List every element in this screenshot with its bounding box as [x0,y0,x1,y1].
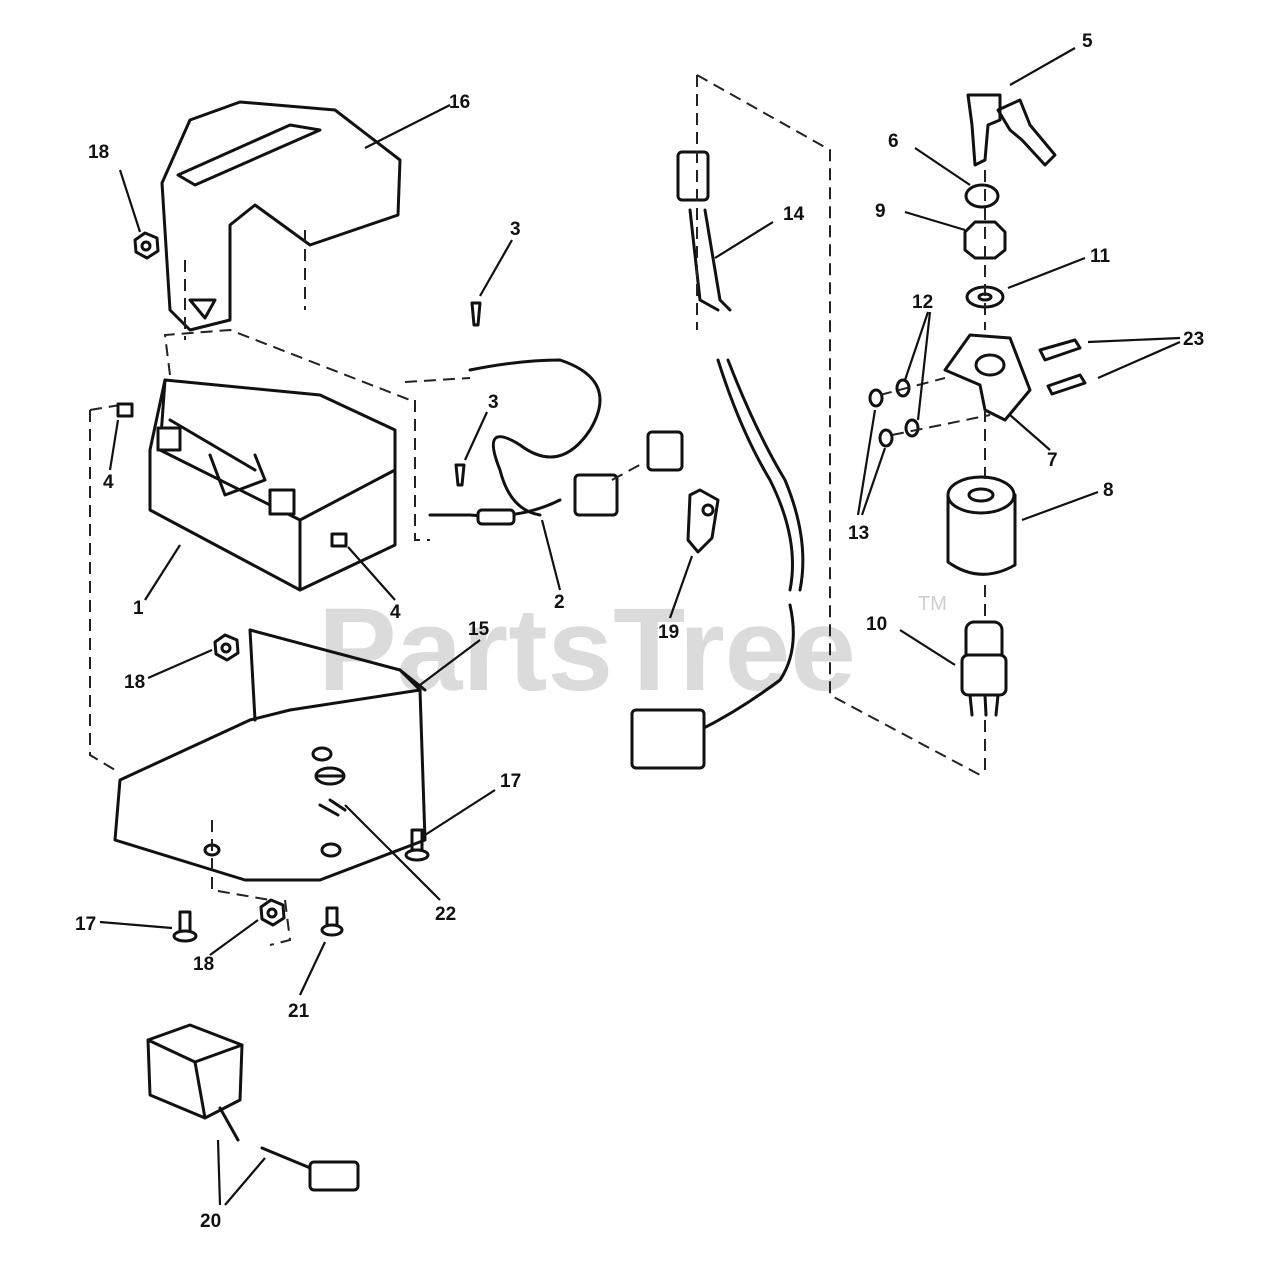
watermark-trademark: TM [918,593,947,615]
callout-22: 22 [435,904,456,925]
callout-18-bottom: 18 [193,954,214,975]
part-23-bolts [1038,338,1087,396]
part-19-bracket [686,488,720,554]
part-20-relay [146,1023,360,1192]
callout-20: 20 [200,1211,221,1232]
callout-labels: 18 16 3 3 4 4 1 2 18 15 17 17 18 21 22 1… [75,31,1204,1232]
part-1-battery [89,328,411,771]
callout-3-lower: 3 [488,392,499,413]
callout-3-top: 3 [510,219,521,240]
callout-19: 19 [658,622,679,643]
callout-17-left: 17 [75,914,96,935]
part-17-21-screws [172,828,430,943]
callout-21: 21 [288,1001,310,1022]
callout-9: 9 [875,201,886,222]
callout-4-left: 4 [103,472,114,493]
ignition-dashed-axis [879,170,991,775]
callout-6: 6 [888,131,899,152]
part-22-clip [314,766,346,786]
leader-lines [99,47,1181,1206]
callout-10: 10 [866,614,887,635]
part-2-battery-cable [404,301,684,541]
callout-1: 1 [133,598,144,619]
callout-16: 16 [449,92,470,113]
callout-7: 7 [1047,450,1058,471]
part-15-battery-tray [113,628,427,946]
callout-11: 11 [1090,246,1111,267]
callout-2: 2 [554,592,565,613]
part-8-sleeve [946,475,1017,576]
callout-15: 15 [468,619,490,640]
callout-18-mid: 18 [124,672,145,693]
part-12-13-nuts-washers [868,378,920,448]
callout-12: 12 [912,292,933,313]
callout-14: 14 [783,204,805,225]
callout-18-top: 18 [88,142,109,163]
callout-5: 5 [1082,31,1093,52]
part-16-top-bracket [160,100,402,340]
callout-4-right: 4 [390,602,401,623]
part-6-nut [964,183,1000,209]
callout-13: 13 [848,523,869,544]
part-10-ignition-switch [960,620,1008,717]
part-9-hex-nut [963,220,1007,260]
part-7-mounting-bracket [943,333,1032,422]
callout-8: 8 [1103,480,1114,501]
part-18-nuts [133,231,286,927]
callout-17-right: 17 [500,771,521,792]
part-14-wiring-harness [630,74,981,776]
callout-23: 23 [1183,329,1204,350]
watermark: PartsTree [318,584,856,716]
part-5-keys [966,93,1057,167]
part-4-clips [116,402,348,548]
